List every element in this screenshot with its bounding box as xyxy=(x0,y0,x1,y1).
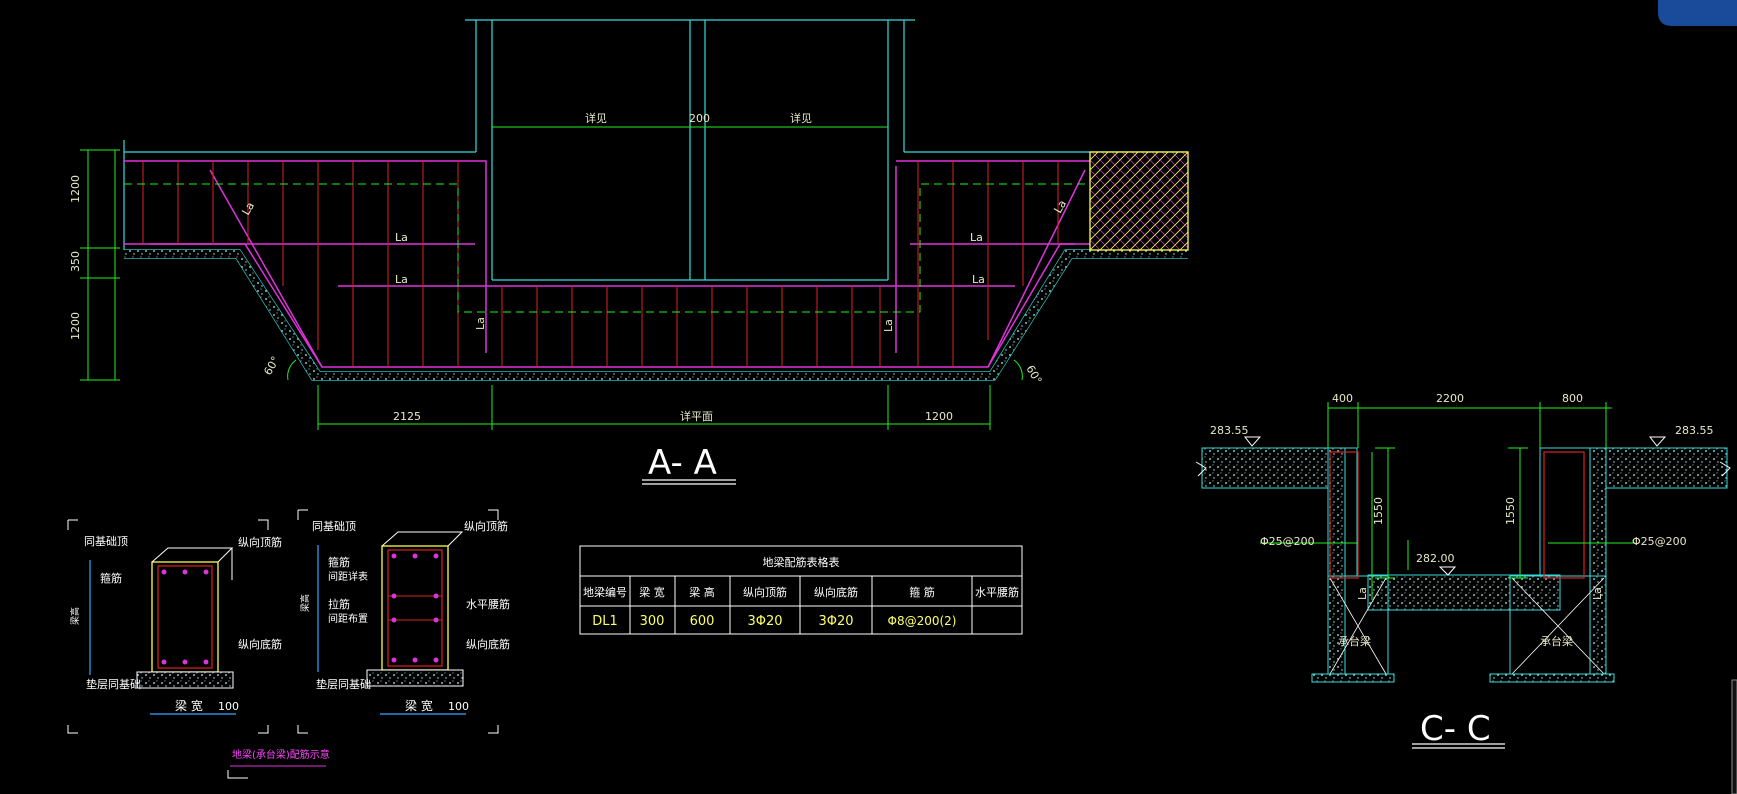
cc-pile-label-2: 承台梁 xyxy=(1540,634,1573,648)
aa-dim-bottom-2: 详平面 xyxy=(680,409,713,423)
td-width: 300 xyxy=(640,614,665,629)
table-title: 地梁配筋表格表 xyxy=(763,555,840,569)
beam-detail-1: 同基础顶 箍筋 纵向顶筋 纵向底筋 梁高 垫层同基础 梁 宽 100 xyxy=(67,519,282,734)
aa-top-label-2: 200 xyxy=(689,112,710,125)
aa-la-4: La xyxy=(474,317,487,330)
d2-stirrup: 箍筋 xyxy=(328,555,350,569)
d1-bottom-label: 垫层同基础 xyxy=(86,677,141,691)
d2-width: 梁 宽 xyxy=(405,698,433,713)
aa-dim-text: 1200 350 1200 2125 详平面 1200 详见 200 详见 La… xyxy=(69,111,1069,423)
d2-waist: 水平腰筋 xyxy=(466,597,510,611)
cc-rebar-left: Φ25@200 xyxy=(1260,535,1315,548)
td-stirrup: Φ8@200(2) xyxy=(888,614,957,628)
aa-vertical-rebar xyxy=(142,161,1059,367)
section-cc: 283.55 283.55 282.00 400 2200 800 1550 1… xyxy=(1195,392,1731,749)
th-top-rebar: 纵向顶筋 xyxy=(743,585,787,599)
d1-top-label: 同基础顶 xyxy=(84,535,128,548)
td-beam-id: DL1 xyxy=(592,614,618,629)
aa-la-6: La xyxy=(970,231,983,244)
d2-top-label: 同基础顶 xyxy=(312,520,356,533)
cc-dim-1: 400 xyxy=(1332,392,1353,405)
cc-section-title: C- C xyxy=(1420,709,1491,749)
aa-section-title: A- A xyxy=(648,443,717,483)
cc-la-1: La xyxy=(1356,587,1369,600)
d2-top-rebar: 纵向顶筋 xyxy=(464,519,508,533)
aa-angle-left: 60° xyxy=(261,354,282,377)
aa-la-2: La xyxy=(395,231,408,244)
td-top-rebar: 3Φ20 xyxy=(747,614,782,629)
aa-la-3: La xyxy=(395,273,408,286)
cc-pile-label-1: 承台梁 xyxy=(1338,634,1371,648)
cc-elev-left: 283.55 xyxy=(1210,424,1249,437)
beam-detail-2: 同基础顶 箍筋 间距详表 拉筋 间距布置 纵向顶筋 水平腰筋 纵向底筋 梁高 垫… xyxy=(297,509,510,734)
cc-vdim-1: 1550 xyxy=(1372,497,1385,525)
aa-dim-left-1: 1200 xyxy=(69,175,82,203)
td-height: 600 xyxy=(690,614,715,629)
cc-dim-2: 2200 xyxy=(1436,392,1464,405)
d1-bottom-rebar: 纵向底筋 xyxy=(238,637,282,651)
cc-dim-3: 800 xyxy=(1562,392,1583,405)
aa-la-1: La xyxy=(239,200,257,218)
aa-dim-left-2: 350 xyxy=(69,251,82,272)
d2-tie: 拉筋 xyxy=(328,597,350,611)
th-stirrup: 箍 筋 xyxy=(909,585,935,599)
cc-elev-right: 283.55 xyxy=(1675,424,1714,437)
th-beam-id: 地梁编号 xyxy=(583,585,627,599)
td-bottom-rebar: 3Φ20 xyxy=(818,614,853,629)
th-height: 梁 高 xyxy=(689,585,715,599)
aa-top-label-1: 详见 xyxy=(585,111,607,125)
aa-hatched-block xyxy=(1089,151,1189,251)
aa-dim-bottom-1: 2125 xyxy=(393,410,421,423)
aa-main-rebar xyxy=(124,160,1090,368)
beam-table: 地梁配筋表格表 地梁编号 梁 宽 梁 高 纵向顶筋 纵向底筋 箍 筋 水平腰筋 … xyxy=(579,545,1023,635)
edge-scroll-marker[interactable] xyxy=(1731,679,1737,794)
aa-la-8: La xyxy=(1051,198,1069,216)
d1-width: 梁 宽 xyxy=(175,698,203,713)
th-waist: 水平腰筋 xyxy=(975,585,1019,599)
cc-elev-mid: 282.00 xyxy=(1416,552,1455,565)
cc-rebar-right: Φ25@200 xyxy=(1632,535,1687,548)
aa-dim-bottom-3: 1200 xyxy=(925,410,953,423)
d2-w100: 100 xyxy=(448,700,469,713)
th-bottom-rebar: 纵向底筋 xyxy=(814,585,858,599)
aa-dim-left-3: 1200 xyxy=(69,312,82,340)
d2-stirrup2: 间距详表 xyxy=(328,570,368,583)
d2-tie2: 间距布置 xyxy=(328,612,368,625)
d1-stirrup: 箍筋 xyxy=(100,571,122,585)
cc-vdim-2: 1550 xyxy=(1504,497,1517,525)
aa-la-7: La xyxy=(972,273,985,286)
aa-angle-right: 60° xyxy=(1023,363,1044,386)
section-aa: 1200 350 1200 2125 详平面 1200 详见 200 详见 La… xyxy=(69,19,1189,485)
corner-widget[interactable] xyxy=(1658,0,1737,26)
th-width: 梁 宽 xyxy=(639,585,665,599)
aa-dashed-rebar xyxy=(124,183,1088,313)
d2-side: 梁高 xyxy=(299,594,311,612)
d2-bottom-rebar: 纵向底筋 xyxy=(466,637,510,651)
d1-top-rebar: 纵向顶筋 xyxy=(238,535,282,549)
d2-bottom-label: 垫层同基础 xyxy=(316,677,371,691)
cc-la-2: La xyxy=(1591,587,1604,600)
aa-cushion xyxy=(124,250,1188,380)
d1-side: 梁高 xyxy=(69,607,81,625)
aa-la-5: La xyxy=(882,319,895,332)
aa-top-label-3: 详见 xyxy=(790,111,812,125)
aa-dim-lines xyxy=(80,126,1023,430)
d1-w100: 100 xyxy=(218,700,239,713)
detail-caption: 地梁(承台梁)配筋示意 xyxy=(232,748,330,761)
